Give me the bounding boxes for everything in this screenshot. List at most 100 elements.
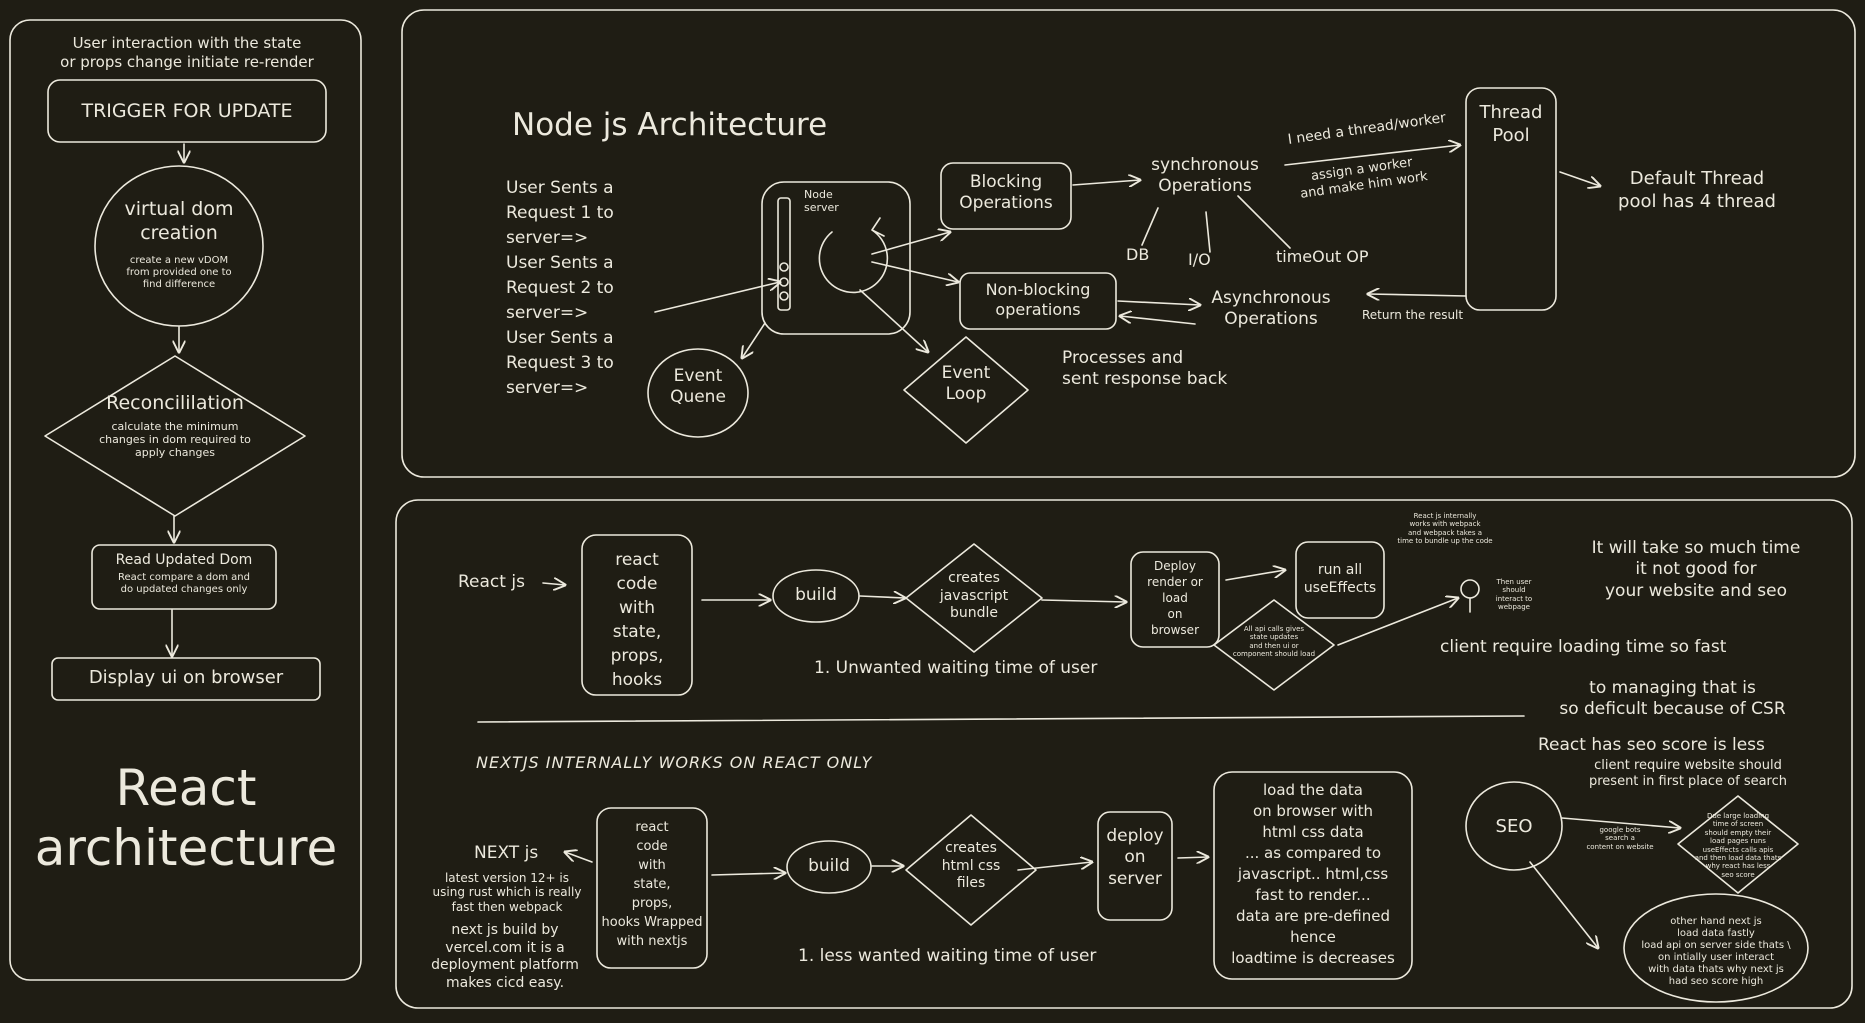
vdom-note-line: find difference (142, 279, 216, 290)
blocking-line: Operations (959, 193, 1053, 214)
ssr-build-ellipse (786, 840, 872, 894)
server-label-line: Node (804, 188, 833, 201)
default-thread-label: Default Thread pool has 4 thread (1592, 168, 1802, 213)
csr-code-label: react code with state, props, hooks (582, 548, 692, 692)
render-panel-frame (395, 499, 1853, 1009)
request-line: User Sents a (506, 178, 614, 198)
webpack-note-line: React js internally (1413, 512, 1477, 520)
vdom-note: create a new vDOM from provided one to f… (100, 255, 258, 291)
deploy-server-label: deploy on server (1098, 826, 1172, 890)
vdom-title-line: virtual dom (124, 198, 234, 220)
processes-label: Processes and sent response back (1062, 348, 1227, 391)
recon-note-line: calculate the minimum (111, 420, 239, 433)
react-panel-frame (9, 19, 362, 981)
blocking-box (940, 162, 1072, 230)
reconciliation-title: Reconcililation (106, 392, 244, 414)
bundle-line: bundle (949, 605, 999, 621)
trigger-for-update-box: TRIGGER FOR UPDATE (81, 100, 293, 122)
run-effects-label: run all useEffects (1296, 562, 1384, 597)
google-bots-line: content on website (1586, 842, 1654, 851)
event-queue-line: Event (673, 366, 723, 386)
diamond-note-line: load pages runs (1710, 837, 1766, 846)
seo-label: SEO (1495, 816, 1533, 837)
user-note-line: webpage (1498, 603, 1530, 612)
user-note-line: Then user (1496, 578, 1532, 586)
vdom-note-line: create a new vDOM (129, 255, 229, 266)
recon-note-line: changes in dom required to (99, 433, 251, 447)
seo-high-note: other hand next js load data fastly load… (1630, 916, 1802, 988)
vercel-note-line: vercel.com it is a (445, 939, 565, 956)
next-js-note: latest version 12+ is using rust which i… (432, 871, 582, 914)
csr-code-line: hooks (611, 670, 663, 690)
react-js-label: React js (458, 572, 525, 592)
request-line: server=> (506, 303, 589, 323)
google-bots-line: google bots (1599, 826, 1641, 834)
google-bots-line: search a (1605, 834, 1635, 843)
client-first-line: client require website should (1594, 758, 1782, 773)
unwanted-waiting-label: 1. Unwanted waiting time of user (814, 658, 1098, 678)
node-server-label: Node server (804, 188, 839, 214)
csr-bundle-diamond (905, 543, 1043, 653)
other-hand-line: with data thats why next js (1648, 964, 1784, 975)
recon-note-line: apply changes (135, 446, 215, 460)
csr-build-ellipse (772, 569, 860, 623)
thread-pool-line: Thread (1479, 102, 1543, 123)
sync-ops-line: Operations (1158, 176, 1252, 197)
vdom-title-line: creation (140, 221, 218, 244)
trigger-note-line: or props change initiate re-render (60, 52, 314, 71)
read-note-line: React compare a dom and (118, 572, 250, 583)
load-data-line: ... as compared to (1244, 844, 1381, 862)
request-line: User Sents a (506, 253, 614, 273)
node-panel-frame (401, 9, 1856, 478)
node-server-box (761, 181, 911, 335)
api-calls-line: All api calls gives (1243, 625, 1305, 633)
ssr-code-line: state, (633, 877, 671, 892)
less-wanted-label: 1. less wanted waiting time of user (798, 946, 1097, 966)
request-line: server=> (506, 228, 589, 248)
blocking-label: Blocking Operations (941, 172, 1071, 215)
request-line: Request 2 to (506, 278, 614, 298)
bundle-line: javascript (939, 587, 1009, 604)
diamond-note-line: should empty their (1704, 828, 1772, 837)
ssr-code-line: with (638, 858, 666, 873)
server-slot (777, 197, 791, 311)
client-loading-label: client require loading time so fast (1440, 637, 1727, 657)
webpack-note-line: and webpack takes a (1407, 528, 1483, 537)
read-note-line: do updated changes only (120, 584, 248, 595)
csr-code-line: react (615, 550, 659, 570)
react-architecture-title: React architecture (14, 758, 358, 878)
vercel-note-line: next js build by (451, 922, 559, 938)
load-data-label: load the data on browser with html css d… (1214, 780, 1412, 969)
managing-label: to managing that is so deficult because … (1530, 678, 1815, 721)
request-line: server=> (506, 378, 589, 398)
load-data-line: data are pre-defined (1235, 907, 1391, 925)
other-hand-line: load data fastly (1677, 928, 1755, 939)
user-note-line: should (1502, 586, 1526, 595)
event-queue-label: Event Quene (648, 366, 748, 409)
ssr-files-diamond (905, 814, 1037, 926)
api-calls-line: state updates (1249, 633, 1299, 642)
event-loop-line: Loop (945, 384, 987, 405)
ssr-files-label: creates html css files (914, 840, 1028, 893)
db-label: DB (1126, 245, 1150, 264)
csr-code-line: props, (610, 646, 664, 666)
webpack-note: React js internally works with webpack a… (1390, 512, 1500, 546)
user-requests: User Sents a Request 1 to server=> User … (506, 176, 614, 401)
ssr-code-line: with nextjs (616, 934, 688, 949)
api-calls-diamond (1213, 599, 1335, 691)
async-ops-line: Operations (1224, 309, 1318, 330)
processes-line: sent response back (1062, 369, 1228, 390)
request-line: User Sents a (506, 328, 614, 348)
csr-code-line: with (618, 598, 656, 618)
deploy-server-line: on (1124, 847, 1146, 868)
ssr-code-box (596, 807, 708, 969)
default-thread-line: Default Thread (1629, 168, 1765, 189)
return-result-label: Return the result (1362, 308, 1464, 322)
other-hand-line: on intially user interact (1657, 952, 1775, 963)
load-data-line: on browser with (1252, 802, 1374, 820)
thread-pool-label: Thread Pool (1466, 102, 1556, 147)
load-data-line: hence (1290, 928, 1336, 946)
files-line: files (956, 875, 986, 891)
diamond-note-line: why react has less (1705, 862, 1771, 871)
